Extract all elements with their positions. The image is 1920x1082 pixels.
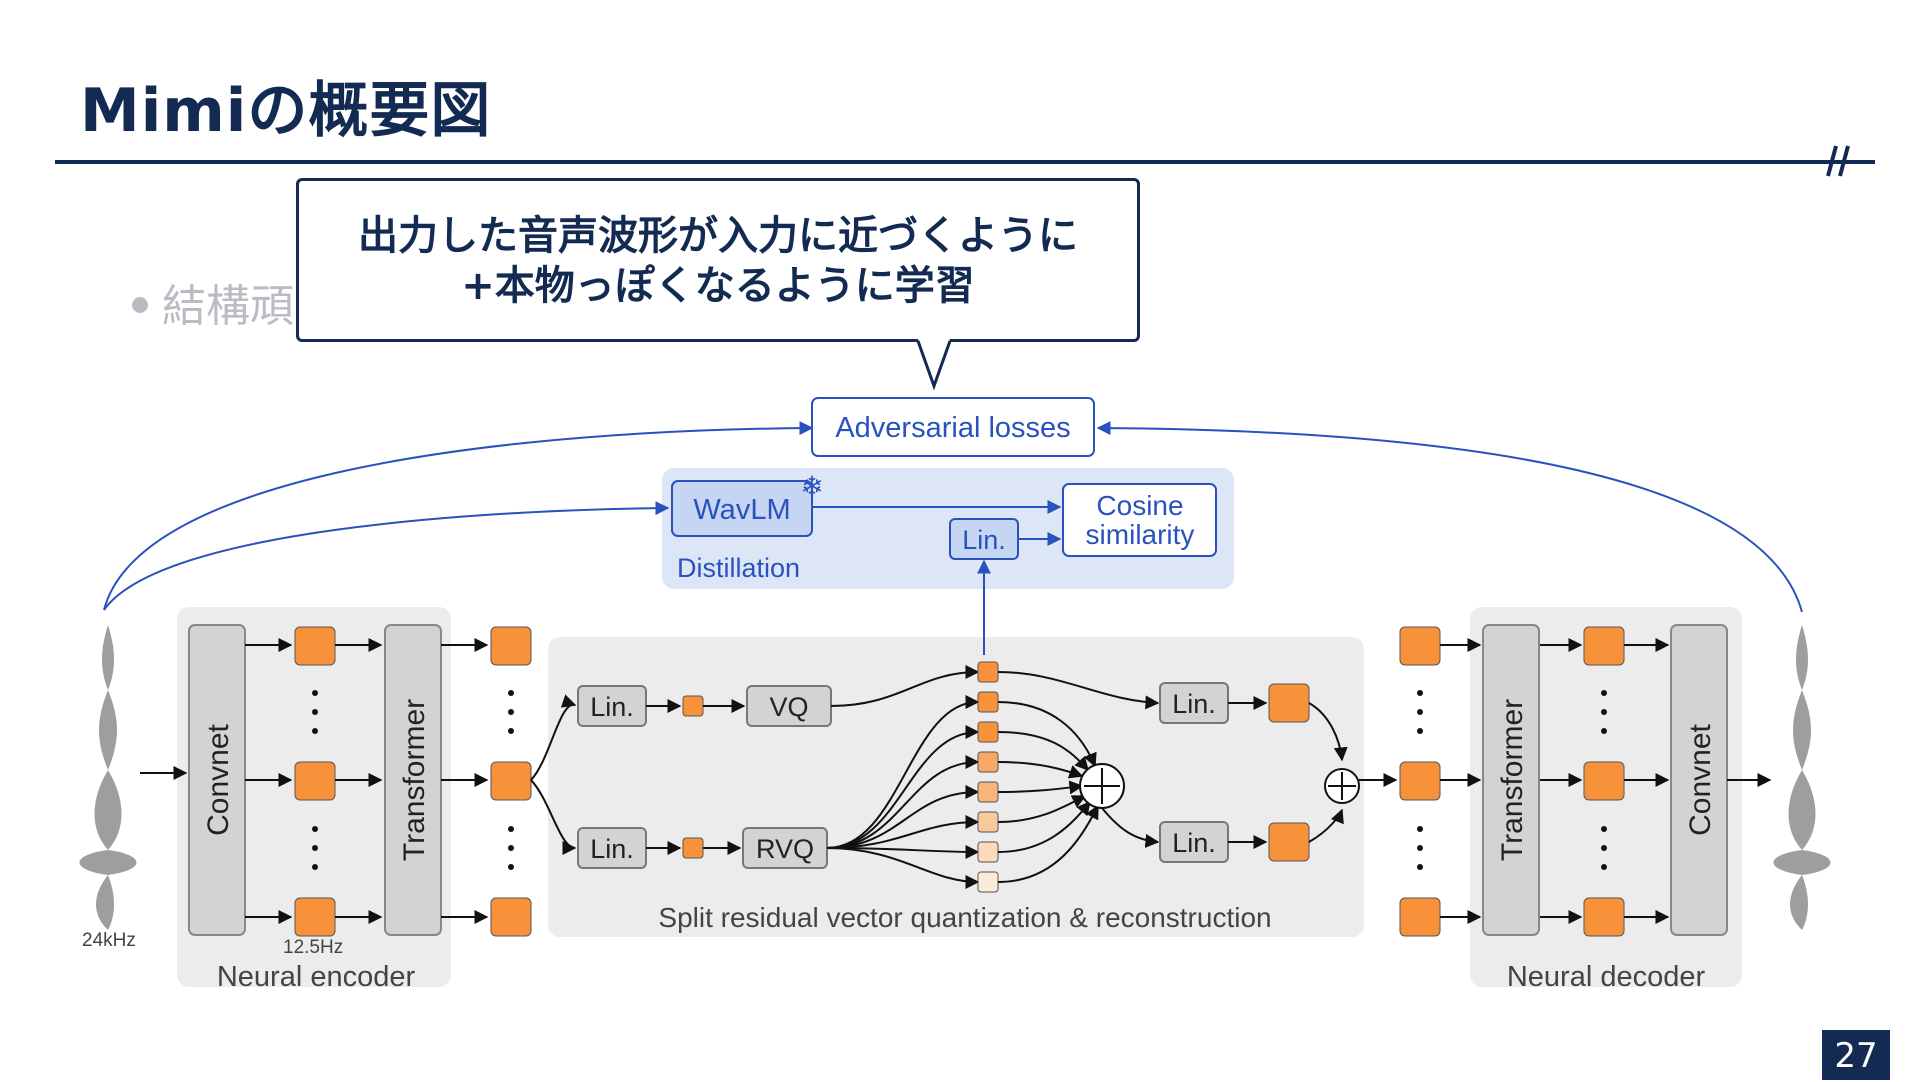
neural-encoder-label: Neural encoder <box>217 961 416 993</box>
recon-lin-top-label: Lin. <box>1172 689 1216 719</box>
quantizer-panel <box>548 637 1364 937</box>
input-rate-label: 24kHz <box>82 930 136 951</box>
snowflake-icon: ❄ <box>800 471 823 502</box>
callout-box: 出力した音声波形が入力に近づくように +本物っぽくなるように学習 <box>296 178 1140 342</box>
callout-line-2: +本物っぽくなるように学習 <box>461 263 975 309</box>
title-underline <box>55 160 1875 164</box>
page-number: 27 <box>1822 1030 1890 1080</box>
distillation-label: Distillation <box>677 553 800 583</box>
bullet-text: 結構頑 <box>162 281 294 332</box>
top-code-to-lin-arrow <box>997 671 1160 710</box>
adversarial-label: Adversarial losses <box>835 412 1070 444</box>
latent-rate-label: 12.5Hz <box>283 937 343 958</box>
decoder-convnet-label: Convnet <box>1684 723 1717 835</box>
wavlm-input-arrow <box>103 501 670 611</box>
decoder-transformer-box <box>1482 624 1540 936</box>
wavlm-box <box>671 480 813 537</box>
recon-lin-bottom-label: Lin. <box>1172 828 1216 858</box>
cosine-similarity-box <box>1062 483 1217 557</box>
wavlm-label: WavLM <box>693 494 790 526</box>
decoder-transformer-label: Transformer <box>1496 699 1529 861</box>
top-to-sum-arrow <box>1308 702 1348 762</box>
distill-lin-label: Lin. <box>962 525 1006 555</box>
split-to-vq-arrow <box>530 694 577 781</box>
cosine-label-1: Cosine <box>1096 490 1183 521</box>
page-title: Mimiの概要図 <box>80 76 492 146</box>
split-to-rvq-arrow <box>530 779 577 855</box>
codebook-stack <box>826 661 1099 893</box>
encoder-convnet-label: Convnet <box>202 723 235 835</box>
encoder-transformer-label: Transformer <box>398 699 431 861</box>
bullet-dot <box>132 297 148 313</box>
sum-to-lin-arrow <box>1101 807 1160 848</box>
rvq-label: RVQ <box>756 834 814 864</box>
callout-line-1: 出力した音声波形が入力に近づくように <box>358 213 1078 259</box>
split-rvq-caption: Split residual vector quantization & rec… <box>658 902 1271 933</box>
neural-decoder-label: Neural decoder <box>1507 961 1706 993</box>
adversarial-box <box>811 397 1095 457</box>
bullet-item: 結構頑 <box>132 270 294 334</box>
recon-top-latent <box>1268 683 1310 723</box>
adversarial-right-arrow <box>1096 421 1803 613</box>
output-waveform <box>1773 625 1831 930</box>
encoder-latent-grid <box>245 626 532 937</box>
adversarial-left-arrow <box>103 421 814 611</box>
rvq-code <box>682 837 704 859</box>
input-waveform <box>79 625 137 930</box>
vq-code <box>682 695 704 717</box>
decoder-latent-grid <box>1399 626 1670 937</box>
recon-bottom-latent <box>1268 822 1310 862</box>
cosine-label-2: similarity <box>1086 519 1195 550</box>
vq-lin-label: Lin. <box>590 692 634 722</box>
vq-label: VQ <box>769 692 808 722</box>
bottom-to-sum-arrow <box>1308 808 1344 843</box>
rvq-lin-label: Lin. <box>590 834 634 864</box>
